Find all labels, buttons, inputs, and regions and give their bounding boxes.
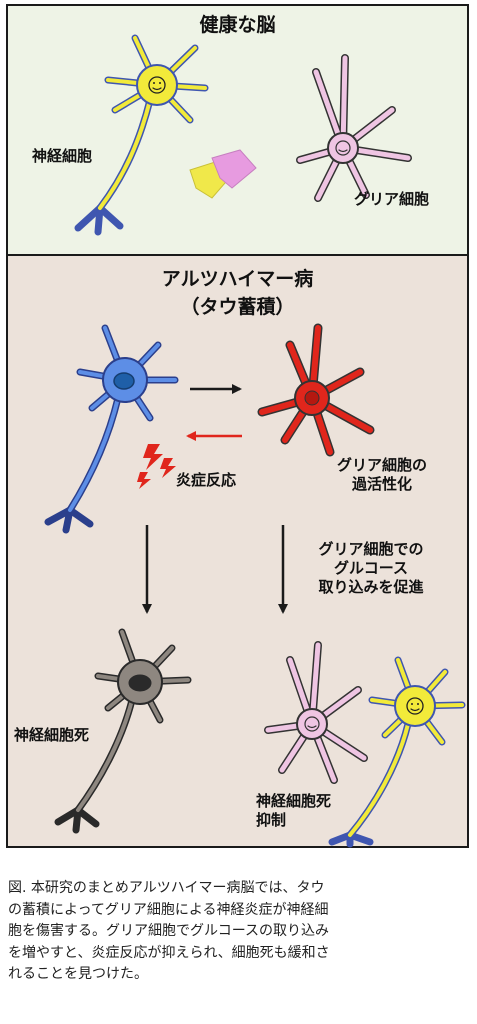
active-glia-icon xyxy=(257,323,375,457)
ad-title-line1: アルツハイマー病 xyxy=(161,268,314,290)
healthy-title: 健康な脳 xyxy=(199,14,276,36)
healthy-neuron-label: 神経細胞 xyxy=(32,147,93,165)
figure-caption: 図. 本研究のまとめアルツハイマー病脳では、タウ の蓄積によってグリア細胞による… xyxy=(8,880,330,982)
recovered-neuron-icon xyxy=(328,656,466,848)
glia-activation-label: グリア細胞の 過活性化 xyxy=(336,456,427,493)
recovered-glia-icon xyxy=(264,641,368,784)
healthy-neuron-icon xyxy=(74,34,209,236)
healthy-glia-label: グリア細胞 xyxy=(354,190,430,208)
glucose-uptake-label: グリア細胞での グルコース 取り込みを促進 xyxy=(318,540,424,596)
neuron-death-label: 神経細胞死 xyxy=(14,726,90,744)
healthy-glia-icon xyxy=(296,54,412,202)
tau-neuron-icon xyxy=(44,324,179,534)
healthy-brain-panel xyxy=(6,4,469,256)
dead-neuron-icon xyxy=(54,628,192,834)
inflammation-label: 炎症反応 xyxy=(176,471,237,489)
inflammation-bolt-icon xyxy=(137,444,176,489)
suppression-label: 神経細胞死 抑制 xyxy=(256,792,332,829)
handshake-icon xyxy=(189,149,257,199)
ad-title-line2: （タウ蓄積） xyxy=(180,296,295,318)
alzheimer-panel xyxy=(6,254,469,848)
